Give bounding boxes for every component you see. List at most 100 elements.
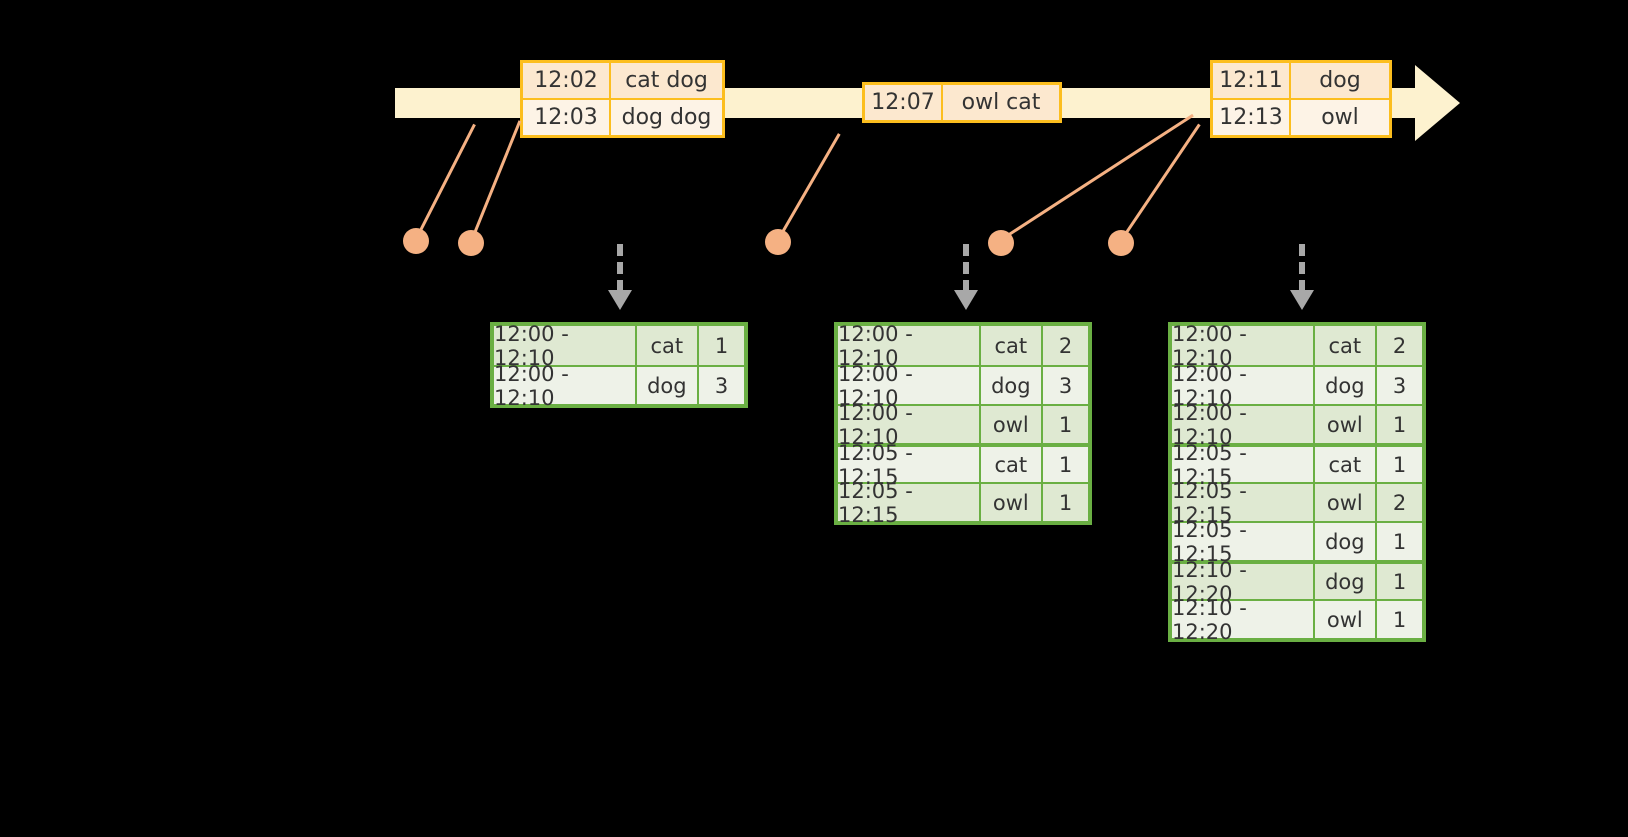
event-row: 12:03 dog dog [523, 98, 722, 135]
event-time: 12:11 [1213, 63, 1291, 98]
event-payload: owl cat [961, 90, 1041, 115]
count-cell: 2 [1058, 333, 1073, 358]
word-cell: dog [1315, 564, 1378, 599]
event-row: 12:02 cat dog [523, 63, 722, 98]
window-cell: 12:05 - 12:15 [1172, 479, 1315, 527]
event-group-1[interactable]: 12:02 cat dog 12:03 dog dog [520, 60, 725, 138]
window-cell: 12:00 - 12:10 [838, 401, 981, 449]
event-time: 12:02 [523, 63, 611, 98]
connector-line-5 [1121, 123, 1201, 240]
window-cell: 12:10 - 12:20 [1172, 558, 1315, 606]
arrow-stem [1299, 244, 1305, 292]
event-group-3[interactable]: 12:11 dog 12:13 owl [1210, 60, 1392, 138]
window-cell: 12:00 - 12:10 [494, 362, 637, 410]
word-cell: cat [981, 326, 1044, 365]
window-cell: 12:00 - 12:10 [494, 322, 637, 370]
window-cell: 12:00 - 12:10 [838, 322, 981, 370]
connector-line-1 [416, 123, 476, 238]
word-cell: cat [1315, 326, 1378, 365]
event-payload: cat dog [625, 68, 708, 93]
count-cell: 1 [1392, 452, 1407, 477]
word-cell: dog [981, 367, 1044, 404]
window-cell: 12:05 - 12:15 [838, 479, 981, 527]
event-payload: owl [1321, 105, 1359, 130]
count-cell: 1 [1392, 607, 1407, 632]
connector-dot-5 [1108, 230, 1134, 256]
window-cell: 12:00 - 12:10 [1172, 322, 1315, 370]
event-row: 12:13 owl [1213, 98, 1389, 135]
count-cell: 1 [1058, 490, 1073, 515]
connector-dot-1 [403, 228, 429, 254]
word-cell: dog [1315, 367, 1378, 404]
count-cell: 1 [1392, 529, 1407, 554]
connector-dot-4 [988, 230, 1014, 256]
window-cell: 12:05 - 12:15 [1172, 441, 1315, 489]
event-time: 12:13 [1213, 100, 1291, 135]
word-cell: cat [637, 326, 700, 365]
window-cell: 12:00 - 12:10 [838, 362, 981, 410]
count-cell: 3 [1392, 373, 1407, 398]
connector-dot-2 [458, 230, 484, 256]
word-cell: owl [1315, 406, 1378, 443]
event-row: 12:11 dog [1213, 63, 1389, 98]
word-cell: owl [981, 406, 1044, 443]
event-group-2[interactable]: 12:07 owl cat [862, 82, 1062, 123]
window-cell: 12:10 - 12:20 [1172, 596, 1315, 644]
timeline-arrowhead-icon [1415, 65, 1460, 141]
count-cell: 2 [1392, 490, 1407, 515]
flow-arrow-2 [954, 244, 978, 310]
flow-arrow-1 [608, 244, 632, 310]
window-cell: 12:05 - 12:15 [1172, 518, 1315, 566]
word-cell: dog [1315, 523, 1378, 560]
event-payload: dog [1319, 68, 1361, 93]
count-cell: 1 [1392, 569, 1407, 594]
count-cell: 1 [1392, 412, 1407, 437]
window-cell: 12:05 - 12:15 [838, 441, 981, 489]
word-cell: dog [637, 367, 700, 404]
event-time: 12:03 [523, 100, 611, 135]
arrow-stem [963, 244, 969, 292]
count-cell: 2 [1392, 333, 1407, 358]
arrow-stem [617, 244, 623, 292]
window-cell: 12:00 - 12:10 [1172, 362, 1315, 410]
word-cell: cat [1315, 447, 1378, 482]
word-cell: owl [1315, 484, 1378, 521]
connector-line-2 [471, 120, 522, 240]
word-cell: owl [1315, 601, 1378, 638]
event-payload: dog dog [621, 105, 712, 130]
count-cell: 1 [1058, 452, 1073, 477]
count-cell: 3 [714, 373, 729, 398]
arrow-head-icon [608, 290, 632, 310]
connector-line-3 [778, 133, 841, 239]
word-cell: owl [981, 484, 1044, 521]
word-cell: cat [981, 447, 1044, 482]
event-row: 12:07 owl cat [865, 85, 1059, 120]
arrow-head-icon [954, 290, 978, 310]
arrow-head-icon [1290, 290, 1314, 310]
count-cell: 1 [1058, 412, 1073, 437]
count-cell: 1 [714, 333, 729, 358]
connector-dot-3 [765, 229, 791, 255]
window-cell: 12:00 - 12:10 [1172, 401, 1315, 449]
event-time: 12:07 [865, 85, 943, 120]
flow-arrow-3 [1290, 244, 1314, 310]
